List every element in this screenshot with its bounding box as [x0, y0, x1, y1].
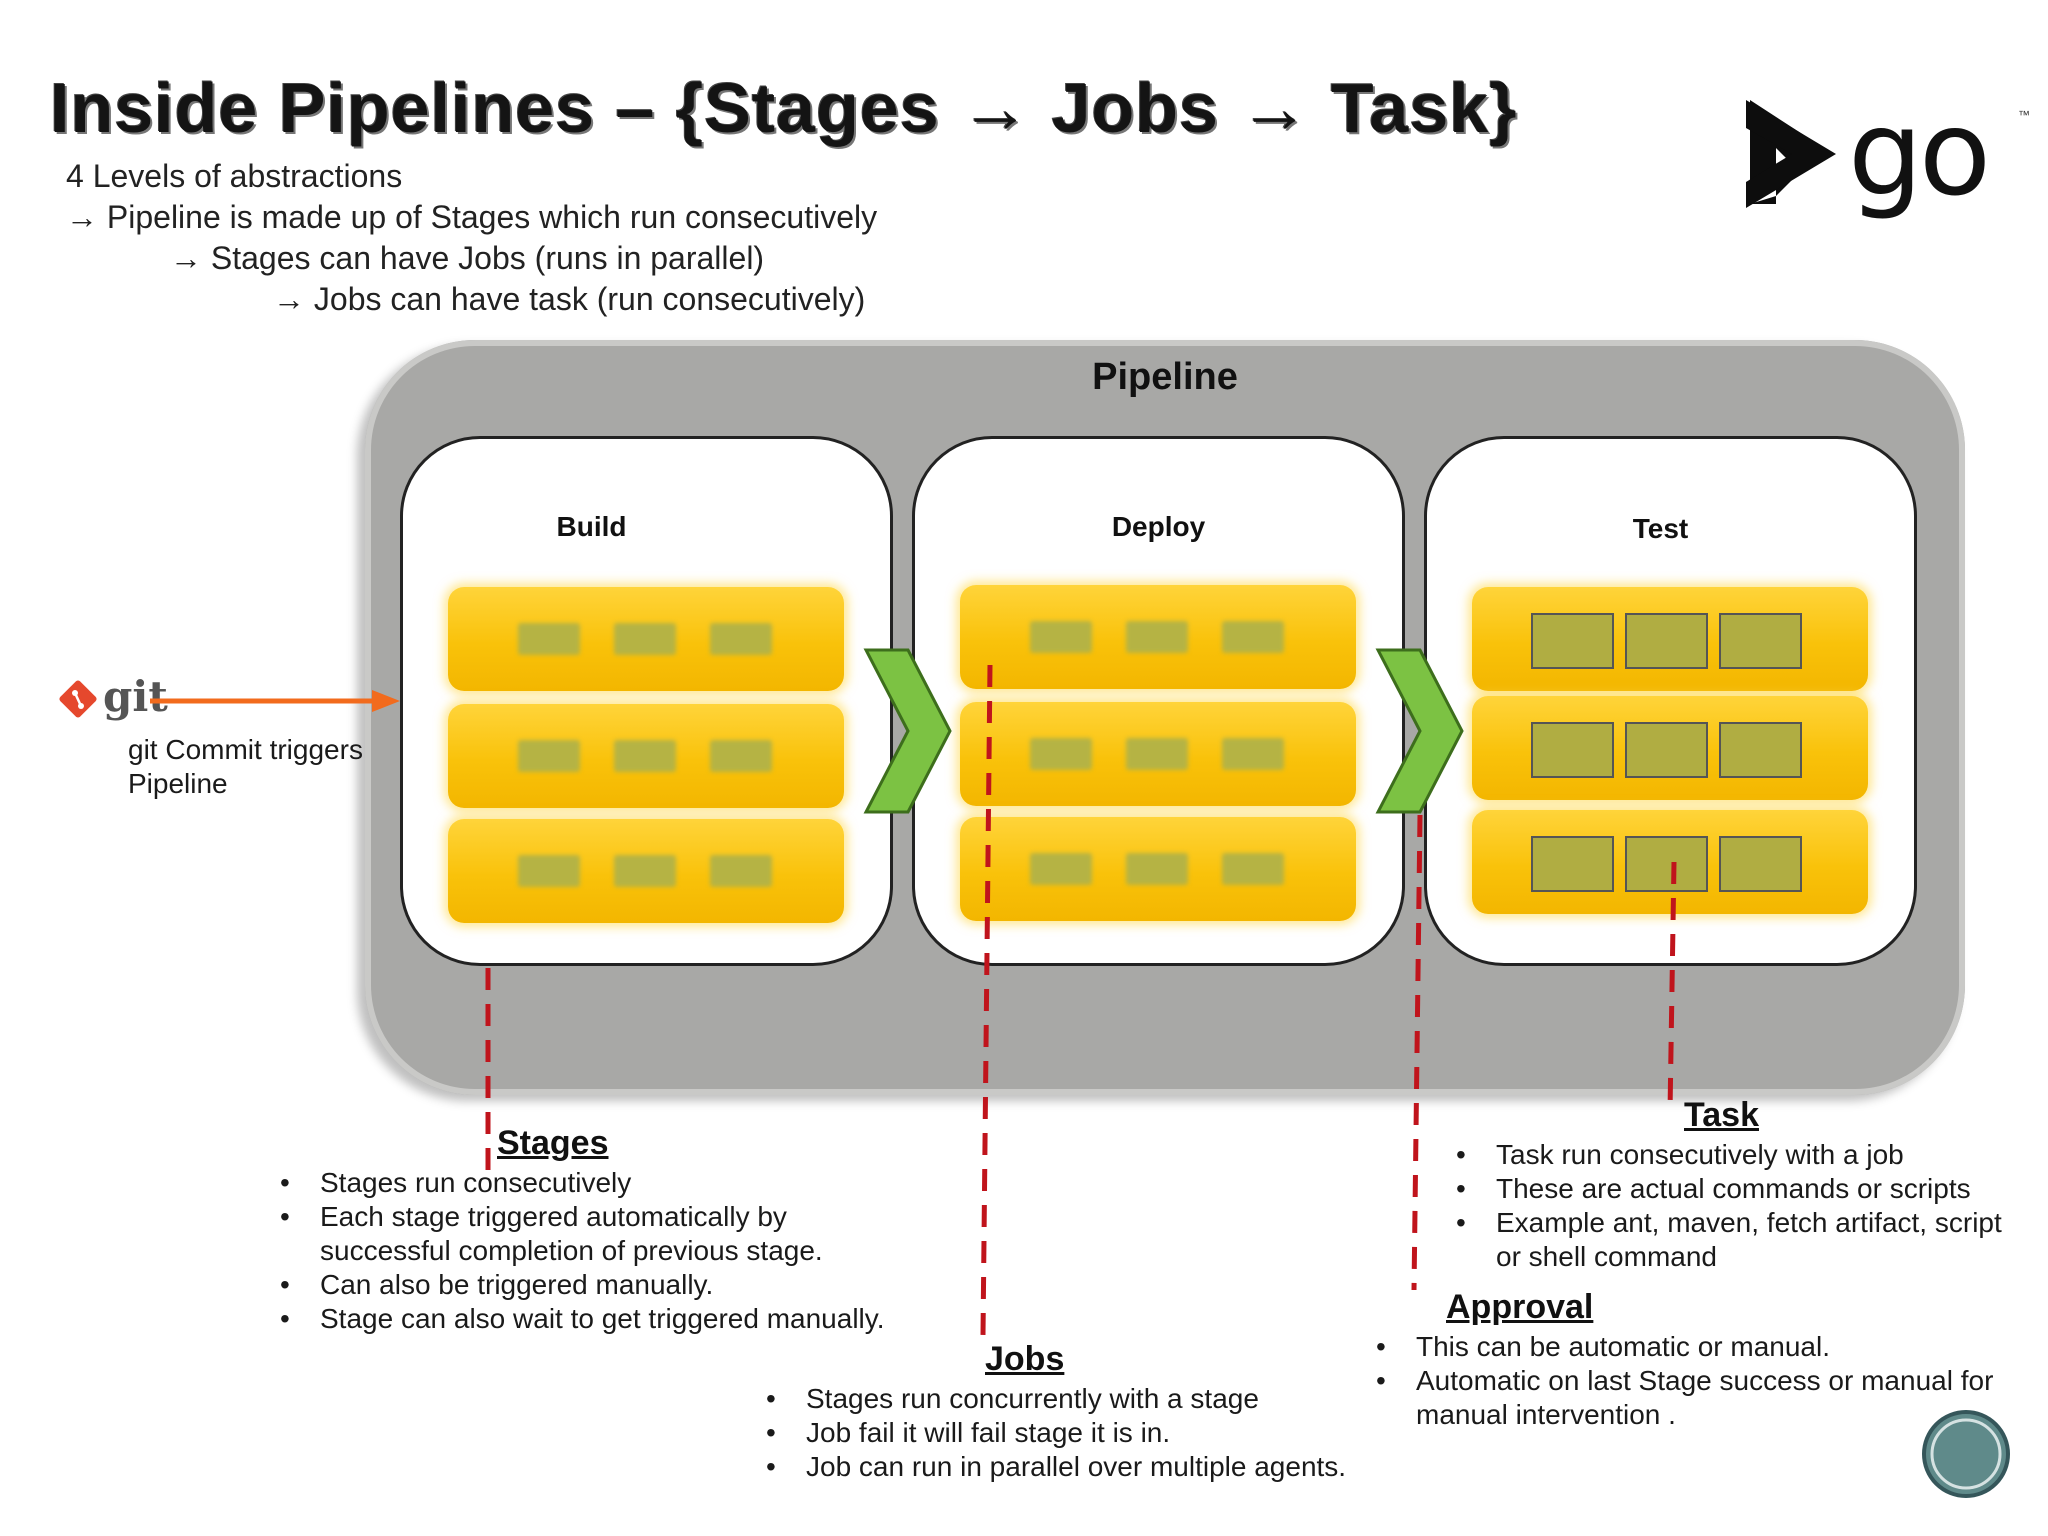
list-item: Each stage triggered automatically by su…	[280, 1200, 920, 1268]
list-item: Stages run consecutively	[280, 1166, 920, 1200]
task-block	[518, 623, 580, 655]
task-block	[1531, 722, 1614, 778]
task-block	[710, 855, 772, 887]
task-block	[518, 740, 580, 772]
list-item: Can also be triggered manually.	[280, 1268, 920, 1302]
task-block	[1126, 853, 1188, 885]
task-block	[1719, 722, 1802, 778]
go-logo-mark-icon	[1746, 100, 1836, 208]
task-section-title: Task	[1684, 1096, 1759, 1134]
task-block	[710, 623, 772, 655]
git-label: git	[103, 672, 168, 721]
task-callout-line	[1667, 861, 1677, 1113]
task-block	[518, 855, 580, 887]
task-block	[1222, 621, 1284, 653]
task-block	[1531, 836, 1614, 892]
job-bar	[448, 819, 844, 923]
task-bullet-list: Task run consecutively with a job These …	[1456, 1138, 2016, 1274]
list-item: This can be automatic or manual.	[1376, 1330, 2016, 1364]
jobs-section-title: Jobs	[985, 1340, 1065, 1378]
go-logo-text: go	[1848, 84, 1991, 222]
task-block	[1625, 722, 1708, 778]
stages-section-title: Stages	[497, 1124, 609, 1162]
task-block	[1126, 621, 1188, 653]
intro-line-1: 4 Levels of abstractions	[66, 158, 403, 194]
git-caption-line-2: Pipeline	[128, 768, 228, 799]
circle-ornament-icon	[1922, 1410, 2010, 1498]
git-logo: git	[55, 672, 175, 732]
list-item: Task run consecutively with a job	[1456, 1138, 2016, 1172]
chevron-right-icon	[863, 648, 952, 814]
job-bar	[1472, 696, 1868, 800]
stage-deploy-label: Deploy	[1111, 511, 1206, 542]
job-bar	[1472, 587, 1868, 691]
job-bar	[448, 587, 844, 691]
approval-callout-line	[1411, 814, 1423, 1291]
approval-bullet-list: This can be automatic or manual. Automat…	[1376, 1330, 2016, 1432]
task-block	[710, 740, 772, 772]
list-item: Example ant, maven, fetch artifact, scri…	[1456, 1206, 2016, 1274]
task-block	[1625, 836, 1708, 892]
task-block	[1126, 738, 1188, 770]
list-item: Job can run in parallel over multiple ag…	[766, 1450, 1386, 1484]
list-item: Stage can also wait to get triggered man…	[280, 1302, 920, 1336]
stage-build: Build	[400, 436, 893, 966]
job-bar	[960, 817, 1356, 921]
intro-line-2: → Pipeline is made up of Stages which ru…	[66, 199, 878, 235]
stage-build-label: Build	[556, 511, 627, 542]
list-item: Automatic on last Stage success or manua…	[1376, 1364, 2016, 1432]
task-block	[1222, 853, 1284, 885]
go-logo: go ™	[1740, 84, 2040, 222]
trigger-arrow	[150, 690, 400, 712]
pipeline-title: Pipeline	[1092, 356, 1238, 398]
task-block	[1030, 621, 1092, 653]
slide-title: Inside Pipelines – {Stages → Jobs → Task…	[50, 69, 1518, 147]
git-icon	[59, 680, 97, 718]
intro-line-3: → Stages can have Jobs (runs in parallel…	[170, 240, 765, 276]
stages-bullet-list: Stages run consecutively Each stage trig…	[280, 1166, 920, 1336]
task-block	[1222, 738, 1284, 770]
task-block	[614, 855, 676, 887]
task-block	[1625, 613, 1708, 669]
list-item: These are actual commands or scripts	[1456, 1172, 2016, 1206]
stage-test: Test	[1424, 436, 1917, 966]
job-bar	[960, 702, 1356, 806]
job-bar	[960, 585, 1356, 689]
jobs-callout-line	[980, 664, 993, 1336]
list-item: Job fail it will fail stage it is in.	[766, 1416, 1386, 1450]
approval-section-title: Approval	[1446, 1288, 1594, 1326]
stage-deploy: Deploy	[912, 436, 1405, 966]
go-logo-tm: ™	[2018, 108, 2030, 122]
task-block	[1531, 613, 1614, 669]
jobs-bullet-list: Stages run concurrently with a stage Job…	[766, 1382, 1386, 1484]
job-bar	[1472, 810, 1868, 914]
task-block	[1719, 613, 1802, 669]
job-bar	[448, 704, 844, 808]
chevron-right-icon	[1375, 648, 1464, 814]
task-block	[614, 740, 676, 772]
list-item: Stages run concurrently with a stage	[766, 1382, 1386, 1416]
task-block	[1030, 738, 1092, 770]
git-caption-line-1: git Commit triggers	[128, 734, 363, 765]
task-block	[614, 623, 676, 655]
task-block	[1030, 853, 1092, 885]
intro-line-4: → Jobs can have task (run consecutively)	[273, 281, 866, 317]
task-block	[1719, 836, 1802, 892]
stage-test-label: Test	[1632, 513, 1689, 544]
